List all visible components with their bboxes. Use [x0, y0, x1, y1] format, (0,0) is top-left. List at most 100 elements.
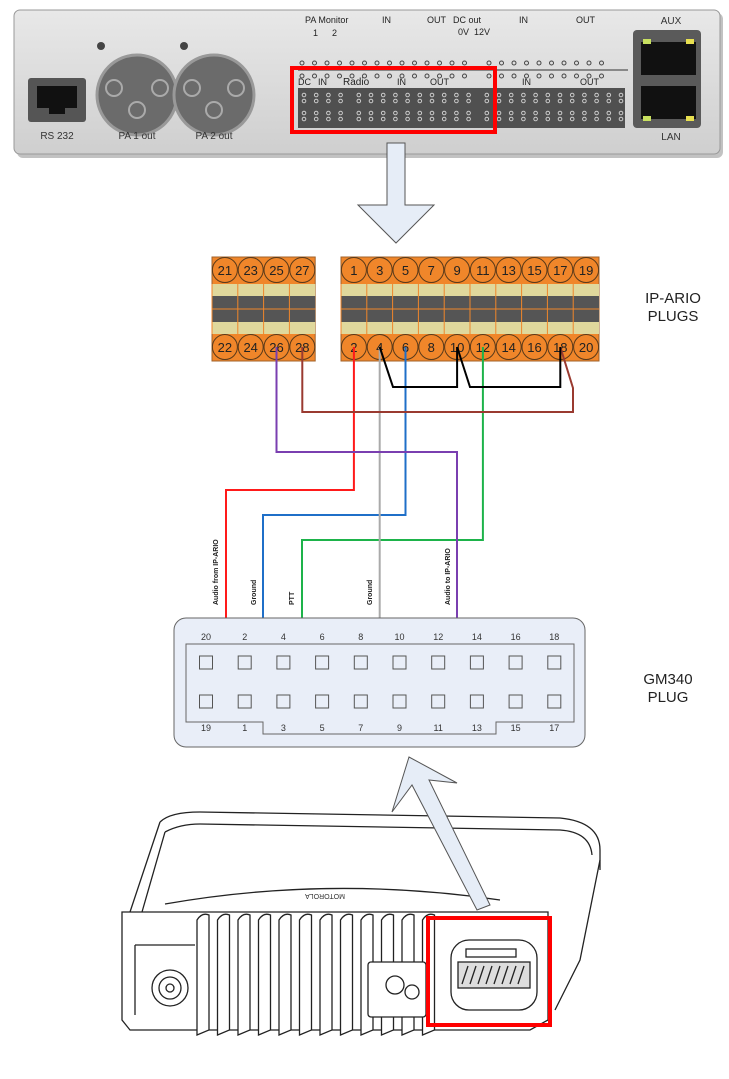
relay-in-label: IN	[382, 15, 391, 25]
wire-label: PTT	[289, 591, 296, 605]
ip-ario-label-line2: PLUGS	[647, 308, 699, 325]
rs232-label: RS 232	[40, 131, 74, 142]
pa-monitor-1: 1	[313, 28, 318, 38]
relay-out-label-2: OUT	[576, 15, 596, 25]
terminal-9	[444, 257, 471, 283]
relay-in-label-2: IN	[519, 15, 528, 25]
gm340-pin-label: 17	[549, 723, 559, 733]
right-in-label: IN	[522, 77, 531, 87]
terminal-8	[418, 334, 445, 360]
gm340-pin-label: 13	[472, 723, 482, 733]
radio-in-label: IN	[397, 77, 406, 87]
gm340-pin-10	[392, 655, 407, 670]
terminal-5	[392, 257, 419, 283]
rs232-port	[28, 78, 86, 122]
terminal-11	[469, 257, 496, 283]
relay-out-label: OUT	[427, 15, 447, 25]
gm340-pin-label: 9	[397, 723, 402, 733]
terminal-number: 16	[527, 340, 541, 355]
pa2-xlr-connector	[172, 42, 256, 137]
zero-v-label: 0V	[458, 27, 469, 37]
terminal-number: 27	[295, 263, 309, 278]
gm340-label-line2: PLUG	[647, 689, 689, 706]
gm340-pin-label: 10	[394, 632, 404, 642]
down-arrow-icon	[356, 142, 436, 244]
terminal-number: 22	[218, 340, 232, 355]
terminal-number: 23	[243, 263, 257, 278]
gm340-radio-illustration: MOTOROLA	[121, 811, 601, 1036]
terminal-number: 9	[453, 263, 460, 278]
terminal-number: 21	[218, 263, 232, 278]
gm340-pin-15	[508, 694, 523, 709]
terminal-7	[418, 257, 445, 283]
gm340-pin-17	[547, 694, 562, 709]
gm340-pin-14	[469, 655, 484, 670]
terminal-19	[573, 257, 600, 283]
terminal-21	[211, 257, 238, 283]
gm340-pin-label: 20	[201, 632, 211, 642]
gm340-pin-label: 4	[281, 632, 286, 642]
terminal-number: 1	[350, 263, 357, 278]
gm340-pin-8	[353, 655, 368, 670]
gm340-pin-1	[237, 694, 252, 709]
radio-out-label: OUT	[430, 77, 450, 87]
terminal-number: 5	[402, 263, 409, 278]
gm340-pin-label: 8	[358, 632, 363, 642]
terminal-number: 19	[579, 263, 593, 278]
wire-label: Audio from IP-ARIO	[213, 539, 220, 605]
gm340-pin-5	[315, 694, 330, 709]
gm340-label-line1: GM340	[643, 671, 693, 688]
twelve-v-label: 12V	[474, 27, 490, 37]
gm340-pin-label: 14	[472, 632, 482, 642]
gm340-pin-label: 5	[320, 723, 325, 733]
terminal-number: 14	[501, 340, 515, 355]
terminal-3	[366, 257, 393, 283]
aux-label: AUX	[661, 16, 682, 27]
gm340-pin-label: 2	[242, 632, 247, 642]
radio-label: Radio	[343, 77, 370, 88]
pa2-label: PA 2 out	[195, 131, 232, 142]
svg-text:MOTOROLA: MOTOROLA	[305, 892, 345, 899]
gm340-pin-9	[392, 694, 407, 709]
right-out-label: OUT	[580, 77, 600, 87]
terminal-number: 11	[476, 263, 490, 278]
gm340-pin-4	[276, 655, 291, 670]
dc-in-label: IN	[318, 77, 327, 87]
gm340-pin-19	[199, 694, 213, 709]
dc-out-label: DC out	[453, 15, 482, 25]
gm340-pin-11	[431, 694, 446, 709]
terminal-20	[573, 334, 600, 360]
pa-monitor-2: 2	[332, 28, 337, 38]
terminal-25	[263, 257, 290, 283]
gm340-pin-18	[547, 655, 562, 670]
gm340-pin-label: 1	[242, 723, 247, 733]
gm340-pin-label: 15	[511, 723, 521, 733]
terminal-number: 20	[579, 340, 593, 355]
wire-label: Audio to IP-ARIO	[445, 548, 452, 605]
terminal-number: 15	[527, 263, 541, 278]
gm340-pin-label: 7	[358, 723, 363, 733]
gm340-pin-label: 16	[511, 632, 521, 642]
terminal-number: 7	[428, 263, 435, 278]
terminal-number: 24	[243, 340, 257, 355]
gm340-pin-label: 19	[201, 723, 211, 733]
radio-terminal-highlight	[290, 66, 497, 134]
terminal-number: 17	[553, 263, 567, 278]
wire-4-to-10	[378, 346, 459, 388]
gm340-pin-2	[237, 655, 252, 670]
gm340-pin-3	[276, 694, 291, 709]
terminal-14	[495, 334, 522, 360]
terminal-number: 25	[269, 263, 283, 278]
up-arrow-icon	[391, 756, 491, 911]
terminal-1	[340, 257, 367, 283]
terminal-27	[289, 257, 316, 283]
terminal-number: 8	[428, 340, 435, 355]
terminal-16	[521, 334, 548, 360]
ip-ario-back-panel: RS 232 PA 1 out PA 2 out PA Monitor 1 2 …	[13, 9, 723, 158]
gm340-pin-label: 12	[433, 632, 443, 642]
terminal-number: 3	[376, 263, 383, 278]
